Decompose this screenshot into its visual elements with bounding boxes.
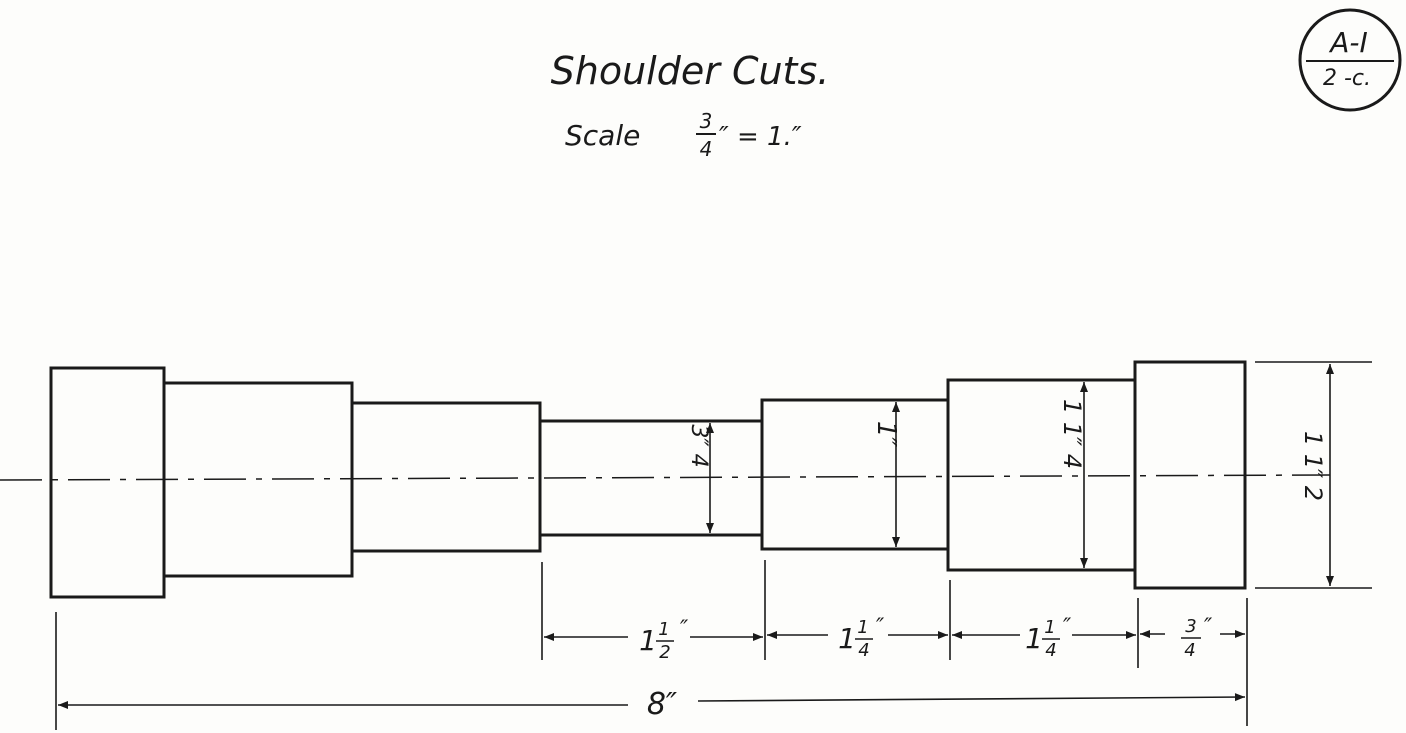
svg-text:1: 1 [658,619,669,640]
svg-text:″: ″ [680,617,689,642]
scale-num: 3 [700,109,713,133]
scale-den: 4 [700,137,713,161]
dim-label-3-4: 3″ 4 [686,424,711,467]
scale-rest: ″ = 1.″ [719,122,802,152]
center-line [0,474,1331,481]
length-label-1-1-2: 1 1 2 ″ [639,617,689,663]
svg-text:1: 1 [1025,622,1043,655]
overall-length-label: 8″ [647,687,678,722]
sheet-id-badge: A-I 2 -c. [1298,8,1402,112]
scale-note: Scale 3 4 ″ = 1.″ [565,109,802,161]
dim-label-1: 1″ [871,421,901,448]
shaft-step-6 [946,378,1137,572]
shaft-step-5 [760,398,950,551]
length-label-3-4: 3 4 ″ [1181,615,1213,661]
length-extension-lines [55,560,1248,730]
length-dimensions [58,630,1246,709]
svg-text:4: 4 [858,640,869,661]
dim-label-1-1-2: 1 1″ 2 [1299,431,1327,501]
shaft-step-3 [350,401,542,553]
svg-text:″: ″ [876,615,885,640]
sheet-id-top: A-I [1328,26,1368,59]
shaft-step-1 [49,366,166,599]
svg-text:1: 1 [639,624,657,657]
svg-text:″: ″ [1204,615,1213,640]
shaft-profile [49,360,1247,599]
drawing-title: Shoulder Cuts. [551,49,830,93]
diameter-dimensions [706,361,1372,589]
svg-text:″: ″ [1063,615,1072,640]
svg-text:2: 2 [659,642,670,663]
svg-text:1: 1 [1044,617,1055,638]
sheet-id-bottom: 2 -c. [1323,66,1371,91]
svg-text:3: 3 [1185,616,1196,637]
svg-text:1: 1 [838,622,856,655]
scale-label: Scale [565,119,640,152]
length-label-1-1-4-b: 1 1 4 ″ [1025,615,1072,661]
dim-label-1-1-4: 1 1″ 4 [1058,399,1086,469]
length-label-1-1-4-a: 1 1 4 ″ [838,615,885,661]
svg-text:4: 4 [1045,640,1056,661]
svg-text:1: 1 [857,617,868,638]
svg-text:4: 4 [1184,640,1195,661]
